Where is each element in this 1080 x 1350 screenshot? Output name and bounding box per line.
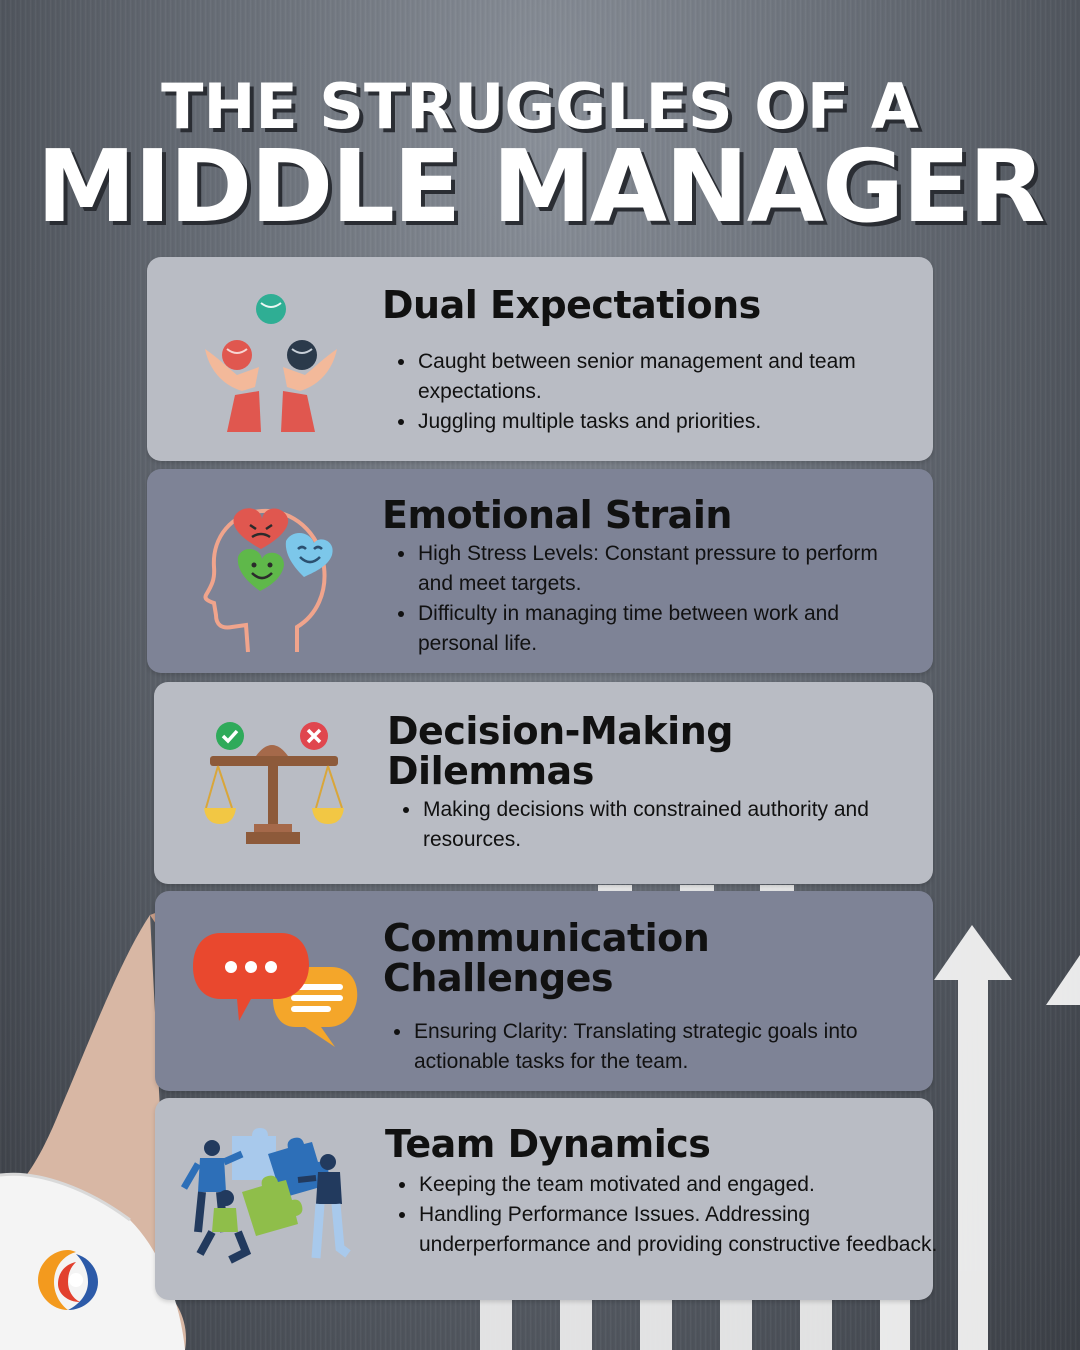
card-emotional-strain: Emotional Strain High Stress Levels: Con… xyxy=(147,469,933,673)
head-emotions-icon xyxy=(203,508,333,653)
bullet-list: High Stress Levels: Constant pressure to… xyxy=(382,539,918,659)
card-heading: Dual Expectations xyxy=(382,283,761,327)
company-logo-icon xyxy=(38,1250,98,1310)
bullet-list: Ensuring Clarity: Translating strategic … xyxy=(378,1017,884,1077)
bullet-item: Making decisions with constrained author… xyxy=(403,795,883,855)
bullet-list: Making decisions with constrained author… xyxy=(387,795,883,855)
speech-bubbles-icon xyxy=(193,933,358,1047)
bullet-item: Caught between senior management and tea… xyxy=(398,347,918,407)
card-heading: Team Dynamics xyxy=(385,1122,711,1166)
bullet-list: Keeping the team motivated and engaged. … xyxy=(383,1170,939,1260)
card-heading: Decision-Making Dilemmas xyxy=(387,709,733,793)
team-puzzle-icon xyxy=(180,1128,351,1264)
bullet-item: Ensuring Clarity: Translating strategic … xyxy=(394,1017,884,1077)
bullet-item: High Stress Levels: Constant pressure to… xyxy=(398,539,918,599)
title-line-1: THE STRUGGLES OF A xyxy=(161,70,919,143)
card-dual-expectations: Dual Expectations Caught between senior … xyxy=(147,257,933,461)
title-line-2: MIDDLE MANAGER xyxy=(36,128,1046,245)
card-heading: Emotional Strain xyxy=(382,493,732,537)
juggling-hands-icon xyxy=(205,294,337,432)
balance-scale-icon xyxy=(204,722,344,844)
bullet-list: Caught between senior management and tea… xyxy=(382,347,918,437)
bullet-item: Difficulty in managing time between work… xyxy=(398,599,918,659)
bullet-item: Handling Performance Issues. Addressing … xyxy=(399,1200,939,1260)
bullet-item: Keeping the team motivated and engaged. xyxy=(399,1170,939,1200)
card-team-dynamics: Team Dynamics Keeping the team motivated… xyxy=(155,1098,937,1300)
card-heading: Communication Challenges xyxy=(383,916,710,1000)
card-communication-challenges: Communication Challenges Ensuring Clarit… xyxy=(155,891,933,1091)
card-decision-making: Decision-Making Dilemmas Making decision… xyxy=(154,682,933,884)
bullet-item: Juggling multiple tasks and priorities. xyxy=(398,407,918,437)
